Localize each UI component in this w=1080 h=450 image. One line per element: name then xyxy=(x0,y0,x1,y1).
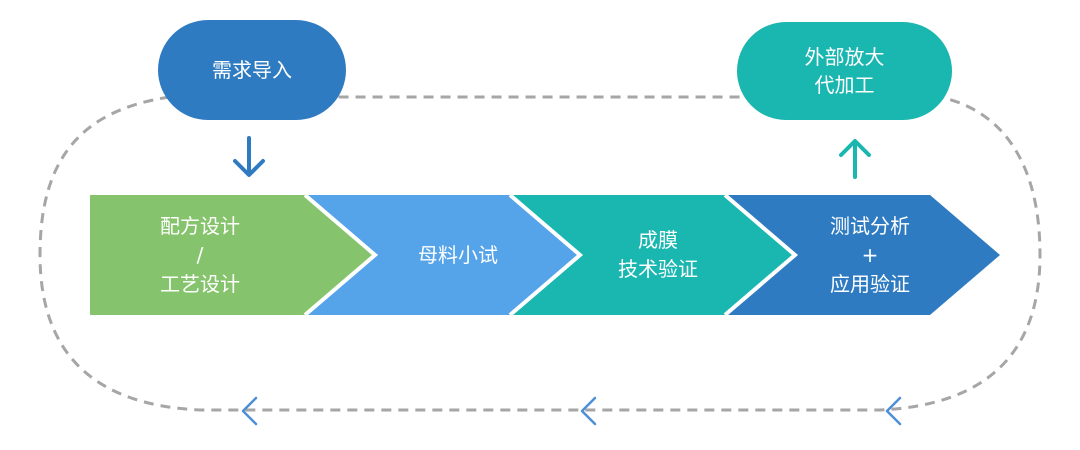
arrow-down-icon xyxy=(233,136,265,177)
step-label-line: 母料小试 xyxy=(418,242,498,267)
step-shape-masterbatch xyxy=(305,195,580,315)
end-node-label-line-1: 外部放大 xyxy=(804,45,885,69)
step-label-line: 工艺设计 xyxy=(160,271,240,296)
step-label-line: 应用验证 xyxy=(830,271,910,296)
end-node-external-scaleup: 外部放大 代加工 xyxy=(737,22,952,120)
step-shape-film xyxy=(510,195,795,315)
arrow-up-icon xyxy=(839,139,871,179)
chevron-left-icon xyxy=(241,396,258,426)
dashed-loop-track xyxy=(38,95,1042,412)
step-label-line: 技术验证 xyxy=(618,257,698,281)
step-label-line: 配方设计 xyxy=(160,213,240,238)
start-node-demand-import: 需求导入 xyxy=(158,20,346,120)
start-node-label: 需求导入 xyxy=(212,58,292,82)
step-label-line: / xyxy=(196,242,204,267)
separator-2 xyxy=(508,193,584,317)
step-label-line: 测试分析 xyxy=(830,213,910,238)
step-label-line: 成膜 xyxy=(638,228,678,252)
step-formulation-design: 配方设计 / 工艺设计 xyxy=(110,195,290,315)
end-node-label-line-2: 代加工 xyxy=(814,73,875,97)
chevron-left-icon xyxy=(580,396,597,426)
separator-1 xyxy=(303,193,379,317)
chevron-left-icon xyxy=(885,396,902,426)
separator-3 xyxy=(723,193,799,317)
step-film-validation: 成膜 技术验证 xyxy=(568,195,748,315)
step-testing-application: 测试分析 + 应用验证 xyxy=(780,195,960,315)
step-shape-testing xyxy=(725,195,1000,315)
step-masterbatch-trial: 母料小试 xyxy=(368,195,548,315)
step-shape-formulation xyxy=(90,195,375,315)
step-label-line: + xyxy=(861,242,879,267)
